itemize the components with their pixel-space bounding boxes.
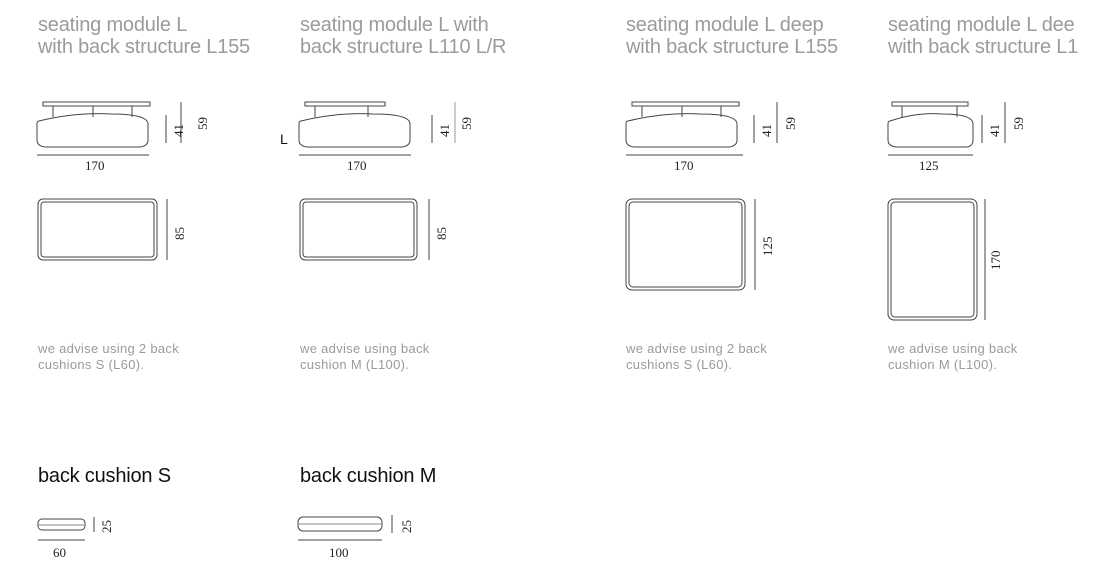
module-1-width: 170: [85, 158, 105, 173]
module-3-top-view: [625, 198, 756, 291]
module-1-side-view: [36, 101, 151, 156]
title-line: seating module L dee: [888, 14, 1075, 36]
module-1-depth: 85: [172, 227, 187, 240]
module-1-total-height: 59: [195, 117, 210, 130]
title-line: with back structure L155: [626, 36, 838, 58]
cushion-m-height: 25: [399, 520, 414, 533]
module-2-depth: 85: [434, 227, 449, 240]
module-4-height-lines: [981, 102, 1006, 143]
note-line: we advise using back: [888, 341, 1018, 356]
title-line: back structure L110 L/R: [300, 36, 507, 58]
module-2-side-label: L: [280, 131, 288, 147]
module-2-height-lines: [431, 102, 456, 143]
module-3-side-view: [625, 101, 743, 156]
module-3-width: 170: [674, 158, 694, 173]
module-2-total-height: 59: [459, 117, 474, 130]
module-3-total-height: 59: [783, 117, 798, 130]
module-4-seat-height: 41: [987, 124, 1002, 137]
title-line: with back structure L155: [38, 36, 250, 58]
cushion-m-width: 100: [329, 545, 349, 560]
title-line: with back structure L1: [888, 36, 1079, 58]
module-1-height-lines: [165, 102, 182, 143]
module-2-top-view: [299, 198, 430, 261]
module-2-side-view: [298, 101, 411, 156]
module-1-seat-height: 41: [171, 124, 186, 137]
cushion-s-title: back cushion S: [38, 465, 171, 487]
note-line: we advise using 2 back: [626, 341, 768, 356]
module-3-height-lines: [753, 102, 778, 143]
module-3-depth: 125: [760, 236, 775, 257]
note-line: we advise using 2 back: [38, 341, 180, 356]
module-4-depth: 170: [988, 250, 1003, 271]
cushion-m-title: back cushion M: [300, 465, 437, 487]
note-line: cushion M (L100).: [888, 357, 998, 372]
title-line: seating module L with: [300, 14, 489, 36]
module-3-seat-height: 41: [759, 124, 774, 137]
module-1-top-view: [37, 198, 168, 261]
module-4-side-view: [887, 101, 974, 156]
note-line: cushions S (L60).: [626, 357, 733, 372]
cushion-m-drawing: [297, 515, 393, 541]
note-line: we advise using back: [300, 341, 430, 356]
module-2-seat-height: 41: [437, 124, 452, 137]
module-2-width: 170: [347, 158, 367, 173]
module-4-width: 125: [919, 158, 939, 173]
cushion-s-height: 25: [99, 520, 114, 533]
cushion-s-width: 60: [53, 545, 66, 560]
cushion-s-drawing: [37, 517, 95, 541]
note-line: cushions S (L60).: [38, 357, 145, 372]
module-4-total-height: 59: [1011, 117, 1026, 130]
note-line: cushion M (L100).: [300, 357, 410, 372]
title-line: seating module L deep: [626, 14, 824, 36]
title-line: seating module L: [38, 14, 188, 36]
module-4-top-view: [887, 198, 986, 321]
